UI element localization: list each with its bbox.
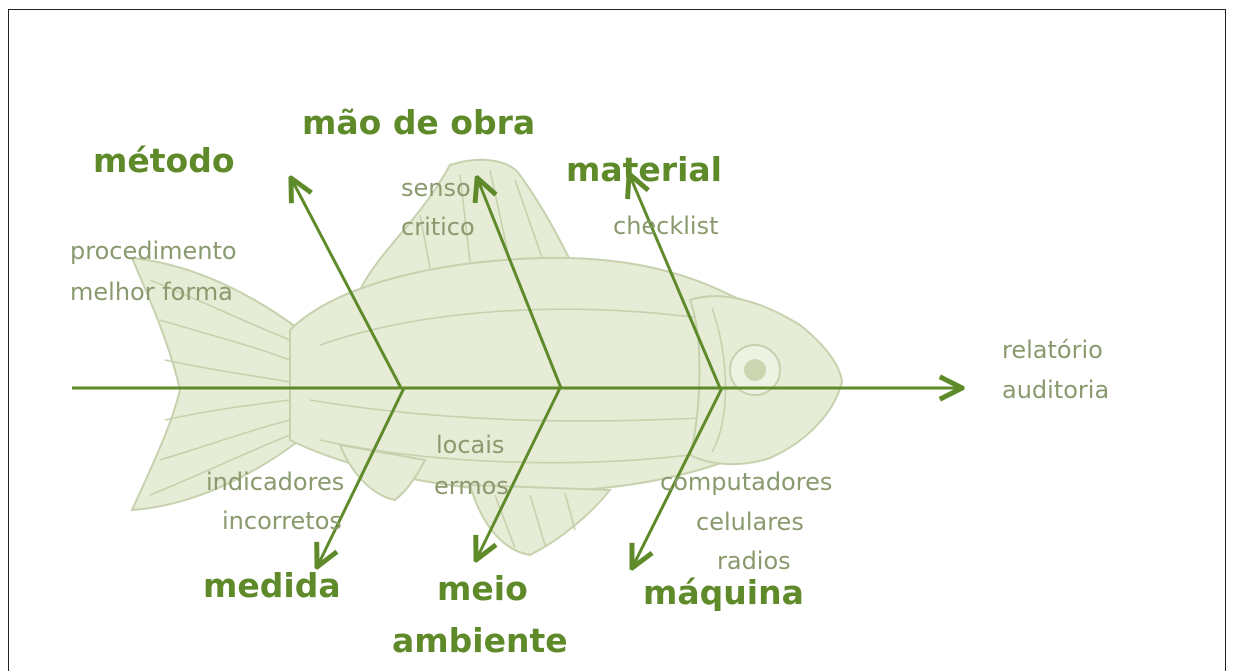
cause-metodo-1: procedimento	[70, 237, 237, 265]
cause-material-1: checklist	[613, 212, 719, 240]
category-maquina: máquina	[643, 573, 804, 612]
category-metodo: método	[93, 141, 235, 180]
effect-line2: auditoria	[1002, 376, 1109, 404]
bone-maquina	[633, 387, 724, 566]
cause-meio-ambiente-1: locais	[436, 431, 504, 459]
bone-metodo	[292, 180, 403, 389]
cause-mao-de-obra-2: critico	[401, 213, 475, 241]
category-meio-ambiente-line1: meio	[437, 569, 528, 608]
category-meio-ambiente-line2: ambiente	[392, 621, 568, 660]
category-material: material	[566, 150, 722, 189]
category-medida: medida	[203, 566, 341, 605]
cause-mao-de-obra-1: senso	[401, 174, 471, 202]
bone-medida	[318, 387, 406, 565]
category-mao-de-obra: mão de obra	[302, 103, 535, 142]
cause-medida-2: incorretos	[222, 507, 342, 535]
cause-maquina-2: celulares	[696, 508, 804, 536]
bone-material	[630, 176, 722, 389]
bone-mao-de-obra	[478, 180, 563, 389]
effect-line1: relatório	[1002, 336, 1103, 364]
bone-meio-ambiente	[477, 387, 562, 558]
fish-illustration	[130, 158, 844, 557]
cause-maquina-3: radios	[717, 547, 791, 575]
cause-maquina-1: computadores	[660, 468, 832, 496]
cause-meio-ambiente-2: ermos	[434, 472, 509, 500]
cause-metodo-2: melhor forma	[70, 278, 233, 306]
cause-medida-1: indicadores	[206, 468, 344, 496]
